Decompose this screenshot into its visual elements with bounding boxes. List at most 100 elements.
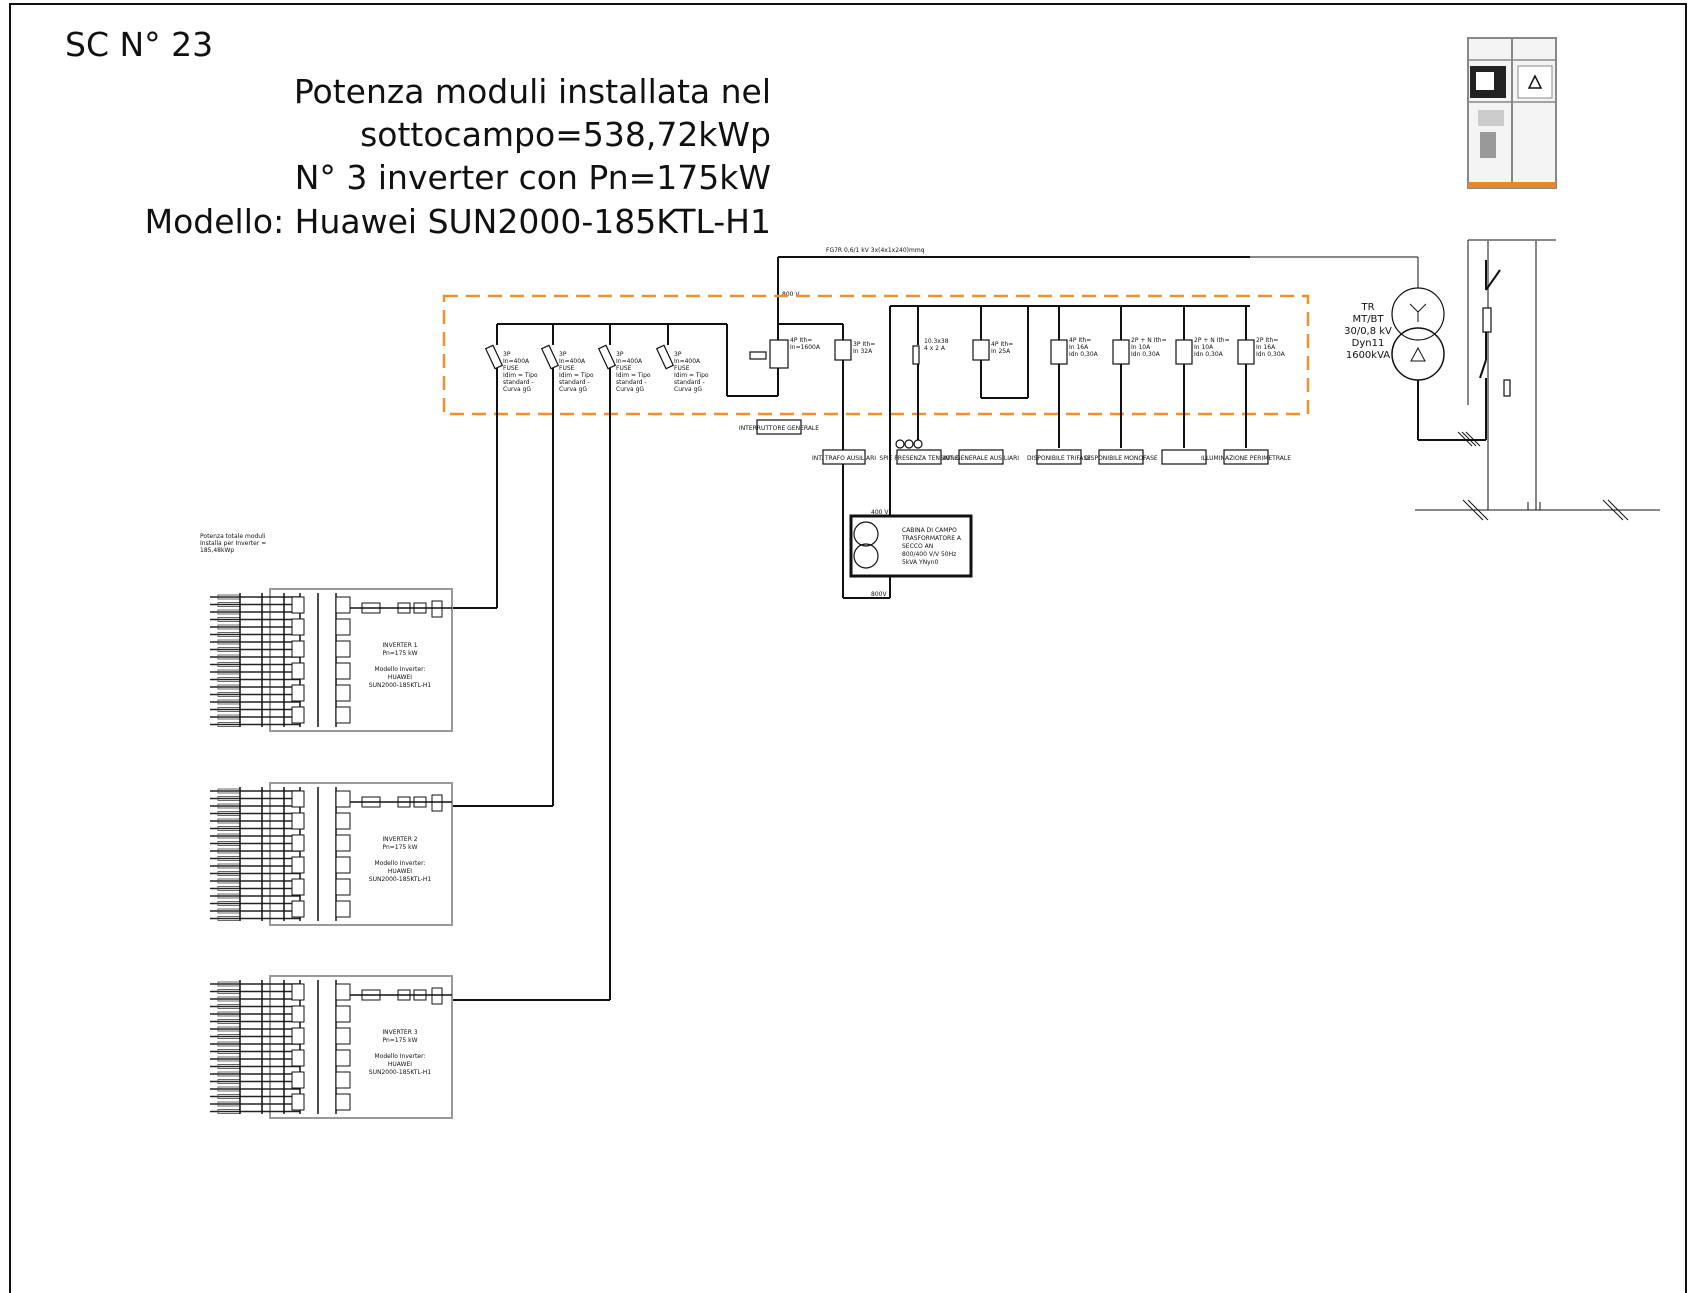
main-transformer: TR MT/BT 30/0,8 kV Dyn11 1600kVA: [1344, 287, 1487, 447]
transformer-label-5: 1600kVA: [1346, 350, 1390, 361]
inverter-1-label-1: INVERTER 1: [382, 642, 417, 649]
mppt-switch: [291, 900, 305, 918]
feeder-label-3: SPIE PRESENZA TENSIONE: [879, 455, 958, 462]
breaker-8-text-3: Idn 0,30A: [1256, 351, 1286, 358]
fuse-4-text-5: standard -: [674, 379, 705, 386]
main-breaker: 4P Ith= In=1600A INTERRUTTORE GENERALE: [739, 300, 821, 435]
string-fuse: [335, 983, 351, 1001]
mppt-switch: [291, 684, 305, 702]
aux-transformer-label-1: CABINA DI CAMPO: [902, 527, 957, 534]
fuse-group: 3P In=400A FUSE Idim = Tipo standard - C…: [452, 324, 709, 1001]
feeder-generale-ausiliari: 4P Ith= In 25A INT. GENERALE AUSILIARI: [943, 306, 1029, 465]
mppt-switch: [291, 596, 305, 614]
circuit-breaker-icon: [834, 339, 852, 361]
string-fuse: [335, 834, 351, 852]
switchgear-cabinet-icon: [1467, 37, 1557, 189]
circuit-breaker-icon: [1112, 339, 1130, 365]
mppt-switch: [291, 618, 305, 636]
circuit-breaker-icon: [1050, 339, 1068, 365]
breaker-7-text-3: Idn 0,30A: [1194, 351, 1224, 358]
inverter-1-label-4: Modello Inverter:: [375, 666, 426, 673]
string-fuse: [335, 812, 351, 830]
mppt-switch: [291, 1049, 305, 1067]
title-line-1: Potenza moduli installata nel: [294, 72, 771, 111]
inverter-2-label-4: Modello Inverter:: [375, 860, 426, 867]
breaker-6-text-2: In 10A: [1131, 344, 1151, 351]
breaker-5-text-1: 4P Ith=: [1069, 337, 1091, 344]
power-note-3: 185,48kWp: [200, 547, 234, 554]
fuse-4-text-1: 3P: [674, 351, 682, 358]
fuse-3: 3P In=400A FUSE Idim = Tipo standard - C…: [452, 324, 651, 1001]
mppt-switch: [291, 1005, 305, 1023]
ac-output-switch: [431, 600, 443, 618]
inverter-3-label-2: Pn=175 kW: [382, 1037, 417, 1044]
breaker-6-text-3: Idn 0,30A: [1131, 351, 1161, 358]
fuse-3-text-2: In=400A: [616, 358, 643, 365]
warning-triangle-icon: [1527, 74, 1543, 89]
inverter-3-label-4: Modello Inverter:: [375, 1053, 426, 1060]
feeder-disponibile-monofase: 2P + N Ith= In 10A Idn 0,30A DISPONIBILE…: [1084, 306, 1167, 465]
transformer-label-3: 30/0,8 kV: [1344, 326, 1392, 337]
inverter-3-label-6: SUN2000-185KTL-H1: [369, 1069, 432, 1076]
inverter-1-label-2: Pn=175 kW: [382, 650, 417, 657]
string-fuse: [335, 706, 351, 724]
breaker-8-text-1: 2P Ith=: [1256, 337, 1278, 344]
inverter-3-label-5: HUAWEI: [388, 1061, 412, 1068]
fuse-4: 3P In=400A FUSE Idim = Tipo standard - C…: [655, 324, 709, 393]
fuse-2-text-2: In=400A: [559, 358, 586, 365]
aux-transformer-label-5: 5kVA YNyn0: [902, 559, 939, 566]
mppt-switch: [291, 1071, 305, 1089]
string-fuse: [335, 878, 351, 896]
mppt-switch: [291, 1093, 305, 1111]
inverter-2-label-1: INVERTER 2: [382, 836, 417, 843]
aux-transformer-label-4: 800/400 V/V 50Hz: [902, 551, 956, 558]
string-fuse: [335, 1071, 351, 1089]
title-line-3: N° 3 inverter con Pn=175kW: [295, 158, 771, 197]
feeder-label-1: INTERRUTTORE GENERALE: [739, 425, 819, 432]
breaker-5-text-2: In 16A: [1069, 344, 1089, 351]
fuse-3-text-6: Curva gG: [616, 386, 644, 393]
aux-voltage-bottom: 800V: [871, 591, 887, 598]
circuit-breaker-icon: [972, 339, 990, 361]
title-line-2: sottocampo=538,72kWp: [360, 115, 771, 154]
inverter-2-label-5: HUAWEI: [388, 868, 412, 875]
ac-output-switch: [431, 794, 443, 812]
mppt-switch: [291, 834, 305, 852]
fuse-icon: [912, 345, 920, 365]
delta-winding-icon: [1410, 346, 1426, 362]
string-fuse: [335, 618, 351, 636]
sheet-border: [9, 3, 1687, 1293]
string-fuse: [335, 1027, 351, 1045]
string-fuse: [335, 662, 351, 680]
string-fuse: [335, 790, 351, 808]
circuit-breaker-icon: [1237, 339, 1255, 365]
inverter-2-label-2: Pn=175 kW: [382, 844, 417, 851]
circuit-breaker-icon: [1175, 339, 1193, 365]
mppt-switch: [291, 1027, 305, 1045]
fuse-icon: [655, 344, 675, 370]
feeder-illuminazione: 2P Ith= In 16A Idn 0,30A ILLUMINAZIONE P…: [1201, 306, 1291, 465]
breaker-7-text-2: In 10A: [1194, 344, 1214, 351]
fuse-2-text-6: Curva gG: [559, 386, 587, 393]
mppt-switch: [291, 790, 305, 808]
breaker-2-text-1: 3P Ith=: [853, 341, 875, 348]
string-fuse: [335, 900, 351, 918]
fuse-3-text-1: 3P: [616, 351, 624, 358]
mppt-switch: [291, 856, 305, 874]
fuse-4-text-3: FUSE: [674, 365, 690, 372]
ac-output-switch: [431, 987, 443, 1005]
fuse-icon: [484, 344, 504, 370]
lv-panel-frame: [442, 294, 1310, 416]
voltage-main: 800 V: [782, 291, 800, 298]
fuse-2-text-4: Idim = Tipo: [559, 372, 594, 379]
power-note-2: Installa per Inverter =: [200, 540, 266, 547]
cable-label: FG7R 0,6/1 kV 3x(4x1x240)mmq: [826, 247, 925, 254]
fuse-3-text-4: Idim = Tipo: [616, 372, 651, 379]
fuse-1-text-2: In=400A: [503, 358, 530, 365]
feeder-spie-presenza: 10.3x38 4 x 2 A SPIE PRESENZA TENSIONE: [879, 306, 959, 465]
feeder-label-2: INT. TRAFO AUSILIARI: [812, 455, 876, 462]
